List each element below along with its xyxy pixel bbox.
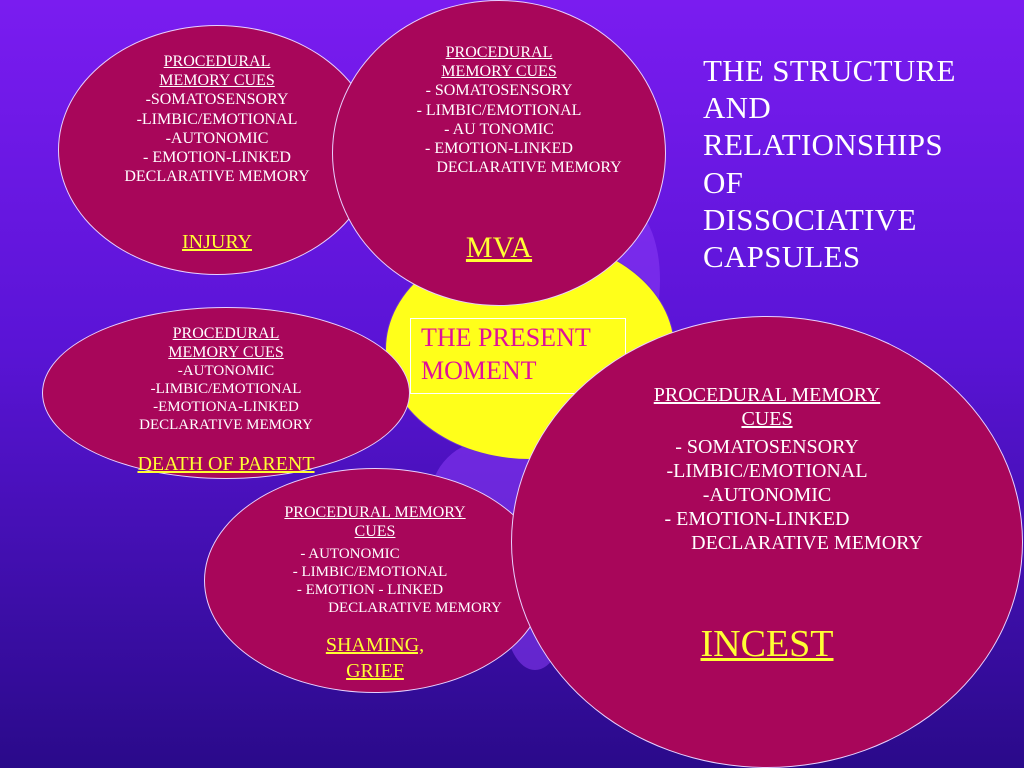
capsule-death-of-parent: PROCEDURAL MEMORY CUES -AUTONOMIC -LIMBI…: [42, 307, 410, 479]
cue-item: DECLARATIVE MEMORY: [139, 417, 313, 434]
cue-list: PROCEDURAL MEMORY CUES - SOMATOSENSORY -…: [333, 43, 665, 177]
cue-item: -LIMBIC/EMOTIONAL: [136, 110, 298, 128]
cue-item: DECLARATIVE MEMORY: [436, 159, 622, 177]
capsule-label: INCEST: [700, 623, 834, 665]
cue-item: - SOMATOSENSORY: [675, 436, 859, 458]
cue-title: CUES: [354, 523, 396, 541]
title-line: CAPSULES: [703, 238, 861, 274]
title-line: RELATIONSHIPS: [703, 127, 943, 163]
cue-item: - AUTONOMIC: [300, 546, 400, 563]
title-line: OF: [703, 164, 744, 200]
cue-list: PROCEDURAL MEMORY CUES -AUTONOMIC -LIMBI…: [43, 324, 409, 434]
cue-item: -SOMATOSENSORY: [145, 91, 289, 109]
cue-item: DECLARATIVE MEMORY: [124, 168, 310, 186]
cue-item: -EMOTIONA-LINKED: [153, 399, 299, 416]
cue-title: PROCEDURAL: [445, 44, 553, 61]
cue-title: CUES: [741, 408, 793, 430]
cue-title: PROCEDURAL: [163, 53, 271, 70]
cue-item: - LIMBIC/EMOTIONAL: [416, 101, 582, 119]
cue-title: MEMORY CUES: [168, 344, 284, 362]
cue-title: MEMORY CUES: [159, 72, 275, 90]
cue-title: MEMORY CUES: [441, 63, 557, 81]
cue-item: -AUTONOMIC: [702, 484, 832, 506]
cue-item: -LIMBIC/EMOTIONAL: [150, 381, 302, 398]
cue-item: -AUTONOMIC: [177, 363, 275, 380]
capsule-label-line: GRIEF: [346, 660, 404, 682]
page-title: THE STRUCTURE AND RELATIONSHIPS OF DISSO…: [703, 52, 1013, 275]
cue-item: - AU TONOMIC: [444, 120, 554, 138]
present-moment-line: THE PRESENT: [421, 323, 591, 352]
capsule-label: MVA: [465, 231, 533, 264]
cue-item: - EMOTION - LINKED: [296, 582, 444, 599]
capsule-label: DEATH OF PARENT: [137, 453, 315, 475]
cue-title: PROCEDURAL: [172, 325, 280, 342]
cue-title: PROCEDURAL MEMORY: [653, 384, 881, 406]
cue-item: DECLARATIVE MEMORY: [328, 600, 502, 617]
cue-title: PROCEDURAL MEMORY: [284, 504, 466, 521]
title-line: AND: [703, 90, 772, 126]
cue-item: - LIMBIC/EMOTIONAL: [292, 564, 448, 581]
capsule-label: INJURY: [181, 231, 252, 253]
capsule-label: SHAMING, GRIEF: [205, 632, 545, 684]
cue-list: PROCEDURAL MEMORY CUES -SOMATOSENSORY -L…: [59, 52, 375, 186]
title-line: DISSOCIATIVE: [703, 201, 917, 237]
cue-list: PROCEDURAL MEMORY CUES - SOMATOSENSORY -…: [512, 383, 1022, 555]
present-moment-line: MOMENT: [421, 355, 537, 385]
cue-item: - EMOTION-LINKED: [425, 139, 573, 157]
cue-item: -AUTONOMIC: [165, 129, 269, 147]
cue-item: - EMOTION-LINKED: [664, 508, 850, 530]
capsule-incest: PROCEDURAL MEMORY CUES - SOMATOSENSORY -…: [511, 316, 1023, 768]
capsule-shaming-grief: PROCEDURAL MEMORY CUES - AUTONOMIC - LIM…: [204, 468, 546, 693]
cue-item: - EMOTION-LINKED: [143, 148, 291, 166]
cue-item: DECLARATIVE MEMORY: [691, 532, 923, 554]
cue-item: - SOMATOSENSORY: [425, 82, 573, 100]
title-line: THE STRUCTURE: [703, 53, 956, 88]
cue-list: PROCEDURAL MEMORY CUES - AUTONOMIC - LIM…: [205, 503, 545, 617]
cue-item: -LIMBIC/EMOTIONAL: [666, 460, 868, 482]
capsule-label-line: SHAMING,: [325, 634, 425, 656]
capsule-injury: PROCEDURAL MEMORY CUES -SOMATOSENSORY -L…: [58, 25, 376, 275]
capsule-mva: PROCEDURAL MEMORY CUES - SOMATOSENSORY -…: [332, 0, 666, 306]
